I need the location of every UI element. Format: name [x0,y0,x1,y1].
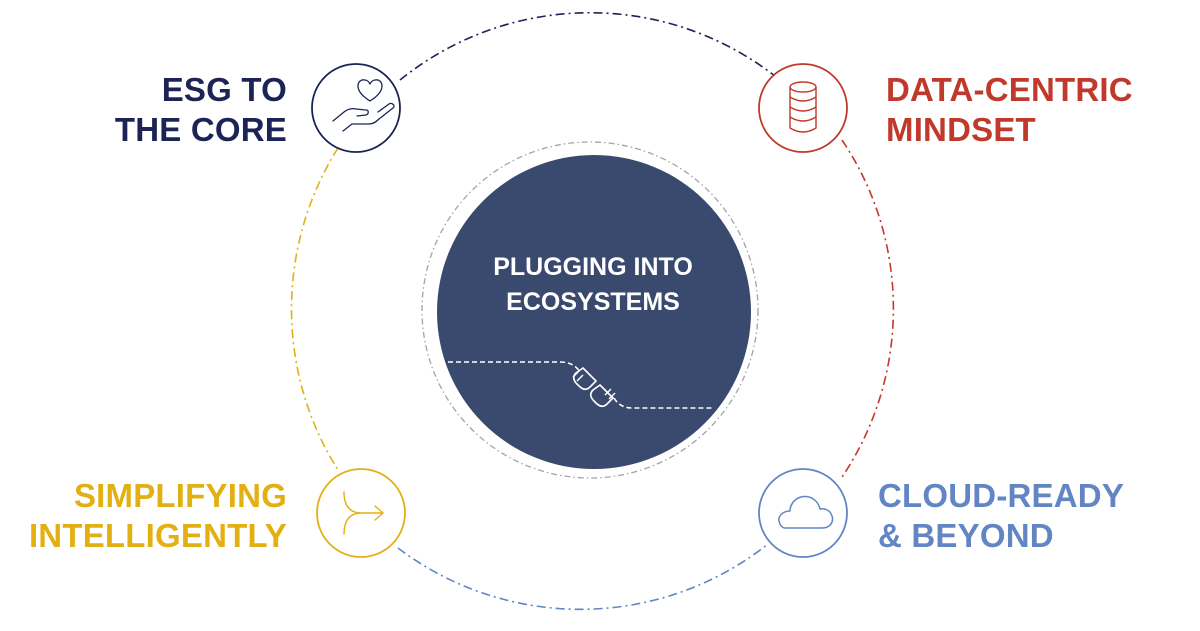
label-cloud-line2: & BEYOND [878,517,1054,554]
outer-ring-segment-right [839,139,895,481]
label-simplify-line1: SIMPLIFYING [73,477,287,514]
outer-ring [290,12,895,611]
label-data-line1: DATA-CENTRIC [886,71,1133,108]
center-title-line2: ECOSYSTEMS [506,288,680,316]
label-esg: ESG TO THE CORE [115,70,287,150]
center-title-line1: PLUGGING INTO [493,253,693,281]
cloud-icon [778,495,834,529]
cloud-icon-circle [758,468,848,558]
outer-ring-segment-bottom [397,543,769,611]
inner-ring [421,141,759,479]
label-simplifying: SIMPLIFYING INTELLIGENTLY [29,476,287,556]
label-simplify-line2: INTELLIGENTLY [28,517,287,554]
label-data-centric: DATA-CENTRIC MINDSET [886,70,1133,150]
label-esg-line2: THE CORE [114,111,287,148]
outer-ring-segment-top [399,12,781,81]
center-title: PLUGGING INTO ECOSYSTEMS [437,250,749,320]
data-icon-circle [758,63,848,153]
plug-icon [448,361,714,409]
center-circle [437,155,751,469]
label-esg-line1: ESG TO [161,71,287,108]
outer-ring-segment-left [290,147,339,471]
merge-arrow-icon [343,491,384,535]
esg-icon-circle [311,63,401,153]
label-cloud-line1: CLOUD-READY [878,477,1125,514]
database-icon [789,81,817,133]
heart-in-hand-icon [332,79,395,132]
label-data-line2: MINDSET [886,111,1036,148]
label-cloud-ready: CLOUD-READY & BEYOND [878,476,1124,556]
